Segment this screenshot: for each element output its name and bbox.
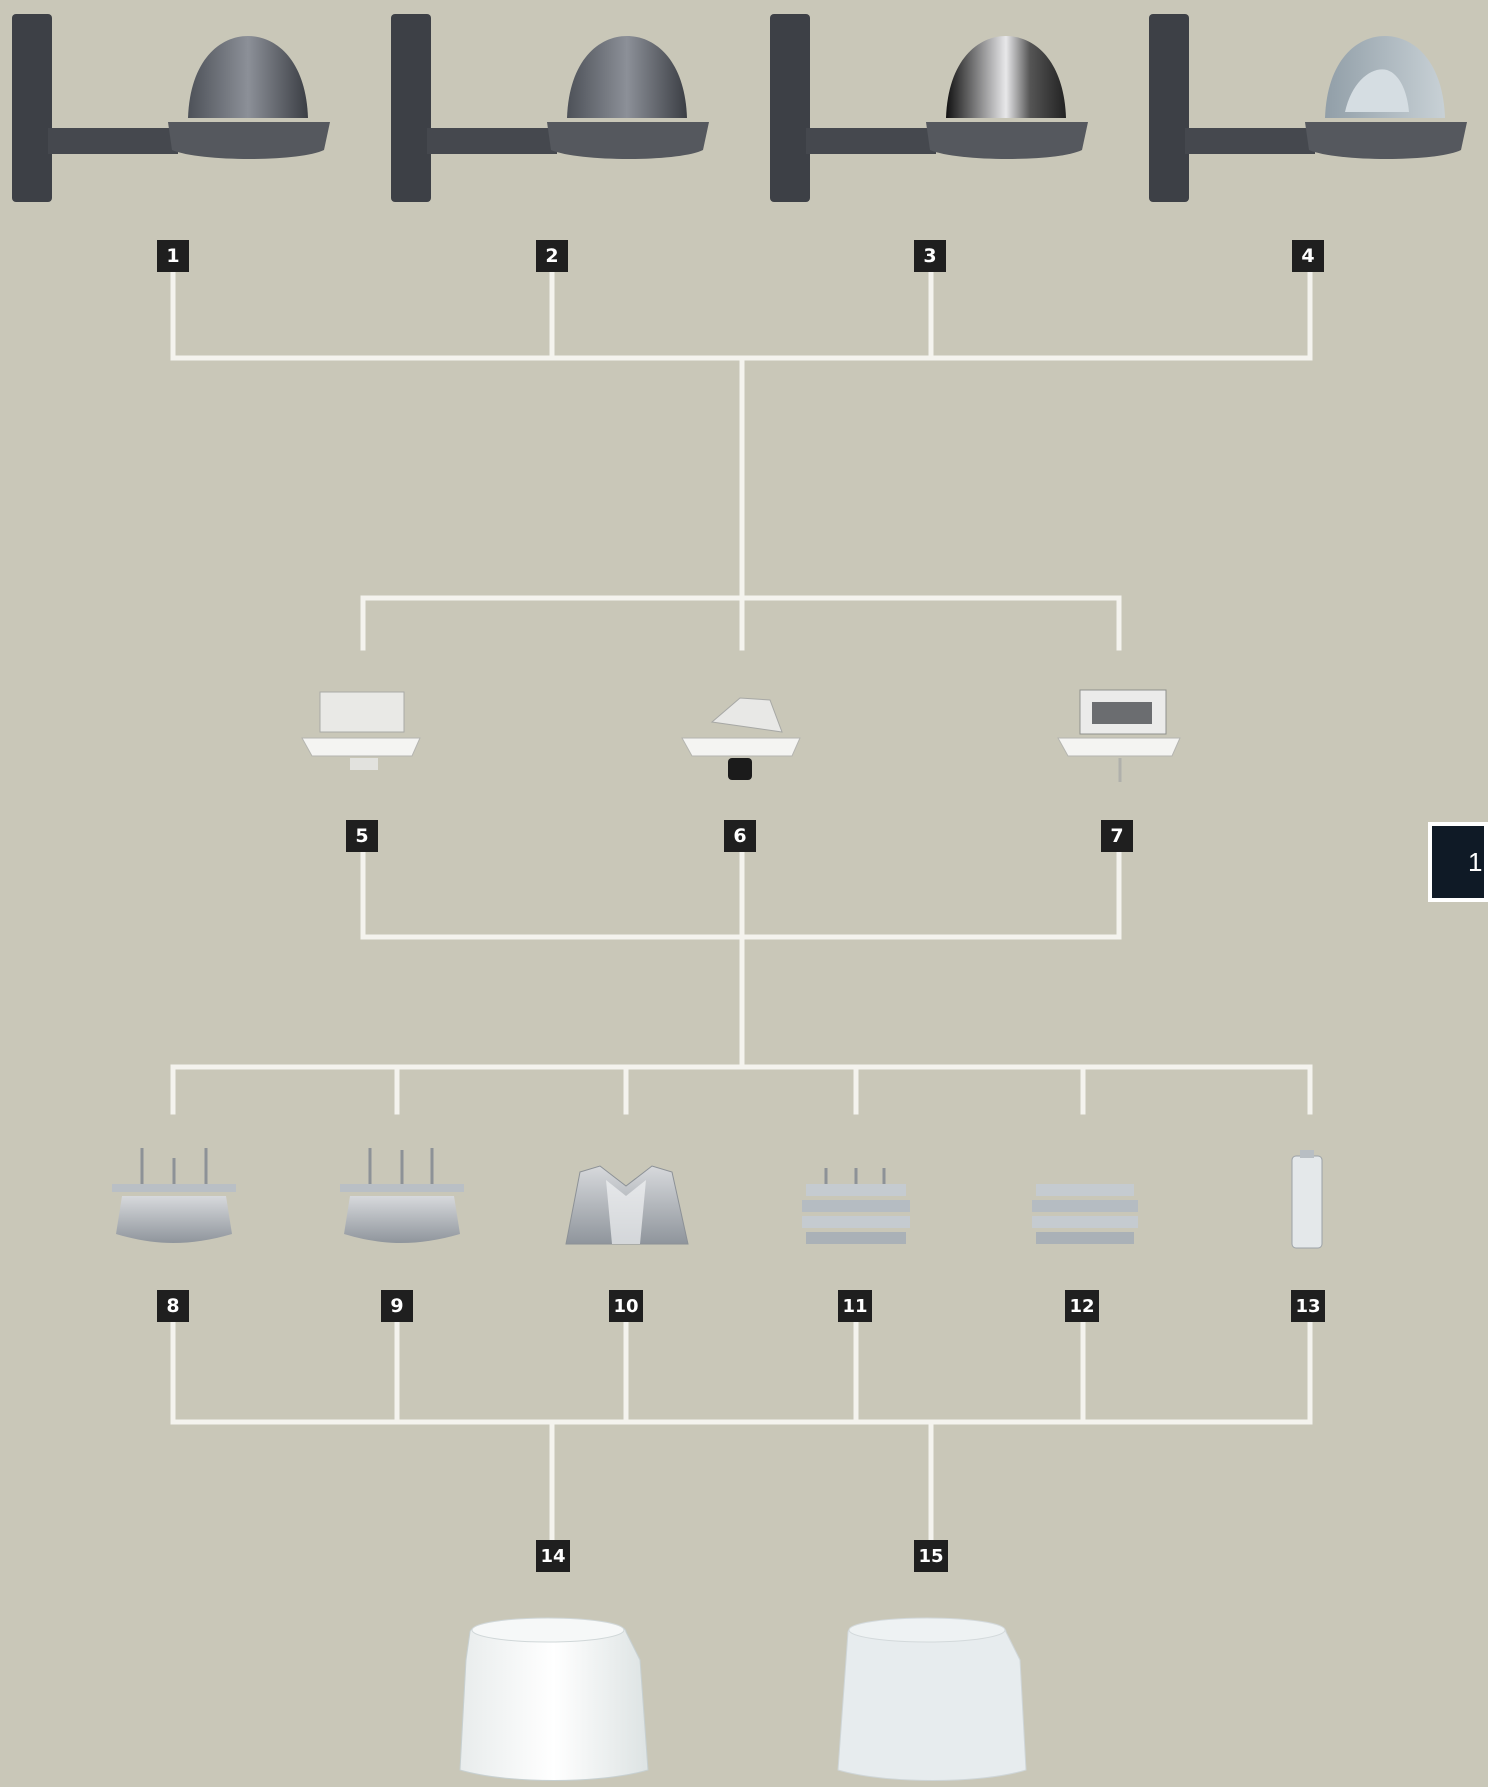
cover-14	[459, 1617, 649, 1781]
lamp-tube-13	[1291, 1150, 1323, 1249]
badge-4: 4	[1292, 240, 1324, 272]
badge-5: 5	[346, 820, 378, 852]
badge-3: 3	[914, 240, 946, 272]
side-page-tab: 1	[1428, 822, 1488, 902]
badge-2: 2	[536, 240, 568, 272]
badge-13: 13	[1291, 1290, 1325, 1322]
badge-12: 12	[1065, 1290, 1099, 1322]
badge-8: 8	[157, 1290, 189, 1322]
badge-1: 1	[157, 240, 189, 272]
gear-tray-7	[1057, 689, 1181, 782]
badge-10: 10	[609, 1290, 643, 1322]
badge-14: 14	[536, 1540, 570, 1572]
reflector-10	[565, 1165, 689, 1245]
connector-tier2-lower	[360, 850, 1122, 1070]
badge-7: 7	[1101, 820, 1133, 852]
wall-lamp-3	[770, 14, 1088, 202]
connector-tier3-bracket	[170, 1064, 1313, 1115]
louver-12	[1032, 1184, 1138, 1244]
wall-lamp-1	[12, 14, 330, 202]
gear-tray-5	[301, 691, 421, 770]
badge-15: 15	[914, 1540, 948, 1572]
connector-tier3-lower	[170, 1319, 1313, 1543]
cover-15	[837, 1617, 1027, 1781]
wall-lamp-2	[391, 14, 709, 202]
reflector-8	[112, 1148, 236, 1243]
badge-9: 9	[381, 1290, 413, 1322]
gear-tray-6	[681, 697, 801, 780]
side-page-tab-label: 1	[1468, 846, 1483, 877]
wall-lamp-4	[1149, 14, 1467, 202]
badge-6: 6	[724, 820, 756, 852]
reflector-9	[340, 1148, 464, 1243]
badge-11: 11	[838, 1290, 872, 1322]
connector-top-tier	[170, 269, 1313, 601]
louver-11	[802, 1168, 910, 1244]
connector-tier2-bracket	[360, 595, 1122, 651]
